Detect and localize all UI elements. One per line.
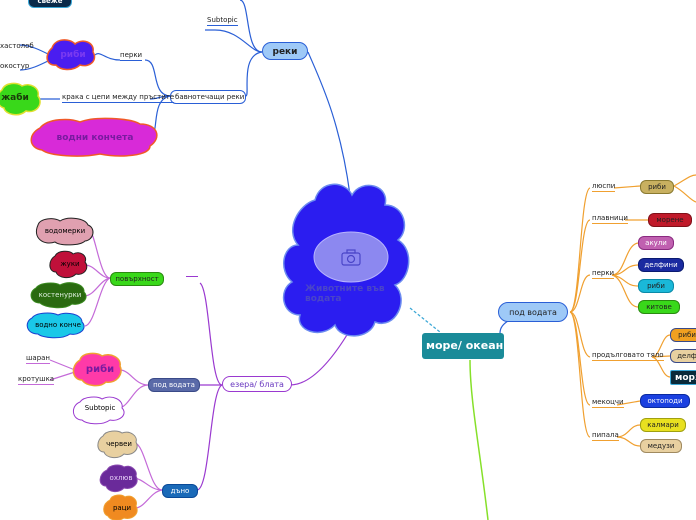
scales-fish[interactable]: риби (640, 180, 674, 194)
water-strider-cloud[interactable] (36, 217, 94, 246)
central-cloud[interactable] (282, 183, 410, 337)
fin-item-1[interactable]: хастолоб (0, 42, 34, 50)
surface-node[interactable]: повърхност (110, 272, 164, 286)
sea-underwater-node[interactable]: под водата (498, 302, 568, 322)
beetles-cloud[interactable] (49, 250, 88, 279)
central-title: Животните във водата (305, 284, 385, 304)
snails-cloud[interactable] (99, 464, 138, 493)
camera-icon (341, 249, 361, 266)
fish-cloud-top[interactable] (46, 39, 96, 71)
lakes-node[interactable]: езера/ блата (222, 376, 292, 392)
slow-rivers-node[interactable]: бавнотечащи реки (170, 90, 246, 104)
backswimmer-cloud[interactable] (30, 282, 87, 309)
dragonflies-cloud[interactable] (26, 312, 85, 339)
crabs-cloud[interactable] (103, 494, 138, 520)
crabs-label: раци (112, 504, 132, 512)
carp-label[interactable]: шаран (26, 354, 51, 364)
seahorses-label: водни кончета (56, 133, 134, 143)
fin-item-2[interactable]: окостур (0, 62, 30, 70)
frogs-cloud[interactable] (0, 82, 41, 116)
scales-label[interactable]: люспи (592, 182, 616, 192)
lake-underwater-node[interactable]: под водата (148, 378, 200, 392)
snails-label: охлюв (109, 474, 133, 482)
whales-node[interactable]: китове (638, 300, 680, 314)
sea-fins-label[interactable]: перки (592, 269, 615, 279)
jellyfish-node[interactable]: медузи (640, 439, 682, 453)
beetles-label: жуки (60, 260, 80, 268)
worms-cloud[interactable] (97, 430, 138, 459)
surface-connector (186, 276, 198, 277)
fins-label[interactable]: перки (120, 51, 143, 61)
backswimmer-label: костенурки (38, 291, 82, 299)
toes-label[interactable]: крака с цепи между пръстите (62, 93, 175, 103)
sharks-node[interactable]: акули (638, 236, 674, 250)
rivers-node[interactable]: реки (262, 42, 308, 60)
frogs-label: жаби (1, 93, 29, 103)
rivers-subtopic[interactable]: Subtopic (207, 16, 238, 26)
tentacles-label[interactable]: пипала (592, 431, 619, 441)
dragonflies-label: водно конче (35, 321, 81, 329)
elongated-label[interactable]: продълговато тяло (592, 351, 664, 361)
seahorses-cloud[interactable] (30, 117, 158, 157)
worms-label: червеи (106, 440, 132, 448)
elongated-fish[interactable]: риби (670, 328, 696, 342)
top-badge[interactable]: свеже (28, 0, 72, 8)
crucian-label[interactable]: кротушка (18, 375, 55, 385)
sea-fins-fish-node[interactable]: риби (638, 279, 674, 293)
dolphins-node[interactable]: делфини (638, 258, 684, 272)
water-strider-label: водомерки (44, 227, 86, 235)
lake-subtopic-cloud[interactable] (73, 396, 125, 425)
octopus-node[interactable]: октоподи (640, 394, 690, 408)
elongated-dolphin[interactable]: делф (670, 349, 696, 363)
lake-fish-cloud[interactable] (72, 352, 122, 387)
turtles-node[interactable]: морене (648, 213, 692, 227)
sea-node[interactable]: море/ океан (422, 333, 504, 359)
lake-fish-label: риби (85, 364, 115, 375)
fish-cloud-label: риби (60, 50, 86, 60)
tentacles-parent-label[interactable]: мекоцчи (592, 398, 624, 408)
bottom-node[interactable]: дъно (162, 484, 198, 498)
walrus-node[interactable]: морж (670, 370, 696, 385)
squid-node[interactable]: калмари (640, 418, 686, 432)
swimfins-label[interactable]: плавници (592, 214, 628, 224)
lake-subtopic-label: Subtopic (84, 404, 116, 412)
